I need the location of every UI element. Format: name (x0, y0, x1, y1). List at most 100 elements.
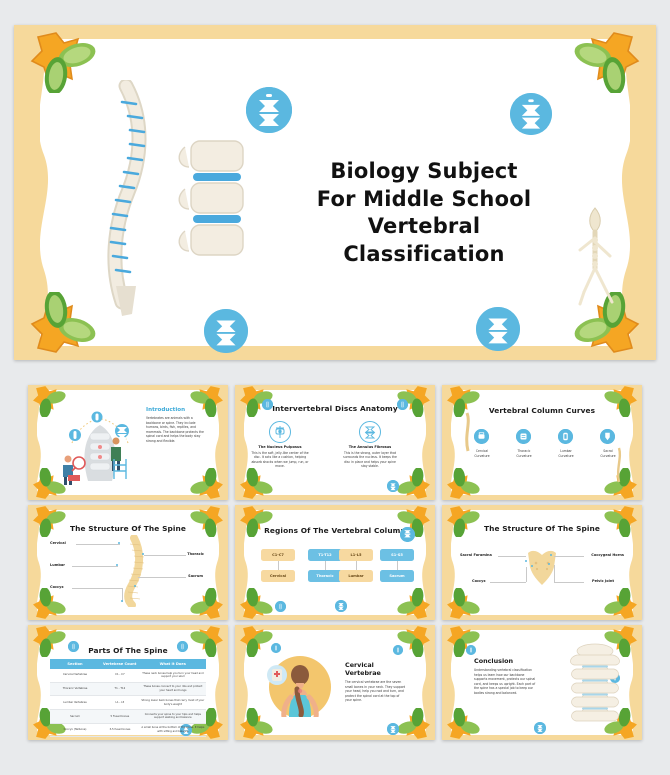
nucleus-pulposus-icon (269, 421, 291, 443)
corner-decor-bottom-left (239, 468, 277, 500)
parts-of-the-spine-table: Section Vertebrae Count What It Does Cer… (50, 659, 206, 738)
corner-decor-bottom-right (393, 588, 431, 620)
slide-title: The Structure Of The Spine (69, 524, 187, 533)
slide-thumbnail-regions-of-the-vertebral-column[interactable]: Regions Of The Vertebral Column C1-C7 Ce… (235, 505, 435, 620)
cell-section: Thoracic Vertebrae (62, 687, 88, 691)
corner-decor-bottom-right (186, 708, 224, 740)
cell-what: A small bone at the bottom of the spine.… (141, 726, 205, 734)
chip-name-lumbar: Lumbar (339, 570, 373, 582)
corner-decor-bottom-right (186, 588, 224, 620)
item-2-body: This is the strong, outer layer that sur… (343, 450, 397, 469)
th-what: What It Does (159, 662, 186, 666)
label-pelvic-joint: Pelvic Joint (592, 579, 614, 583)
cell-count: L1 - L5 (115, 700, 125, 704)
page-title: Biology Subject For Middle School Verteb… (299, 158, 549, 269)
scientists-examining-spine-illustration (63, 411, 129, 485)
spine-icon-top-right (400, 527, 415, 542)
chip-code-thoracic: T1-T12 (308, 549, 342, 561)
item-1-body: This is the soft, jelly-like center of t… (251, 450, 309, 469)
spine-icon-small-left (262, 399, 273, 410)
corner-decor-top-right (600, 385, 638, 417)
vertebra-icon-bottom (387, 480, 399, 492)
cell-section: Lumbar Vertebrae (63, 700, 87, 704)
table-row: Sacrum 5 Fused bones Connects your spine… (50, 710, 206, 724)
slide-title: Regions Of The Vertebral Column (264, 526, 406, 535)
corner-decor-bottom-left (239, 588, 277, 620)
slide-thumbnail-intervertebral-discs[interactable]: Intervertebral Discs Anatomy The Nucleus… (235, 385, 435, 500)
corner-decor-bottom-right (393, 468, 431, 500)
curved-spine-illustration (107, 80, 147, 316)
slide-body: Vertebrates are animals with a backbone … (146, 416, 204, 443)
spine-icon-small-right (397, 399, 408, 410)
corner-decor-top-left (239, 385, 277, 417)
vertebra-icon-bottom (534, 722, 546, 734)
chip-name-sacrum: Sacrum (380, 570, 414, 582)
slide-thumbnail-introduction[interactable]: Introduction Vertebrates are animals wit… (28, 385, 228, 500)
corner-decor-top-left (239, 625, 277, 657)
spine-icon-bottom-left (204, 309, 248, 353)
title-line-2: For Middle School (316, 186, 532, 211)
disc-icon-left (68, 641, 79, 652)
label-coccyx: Coccyx (50, 585, 64, 589)
corner-decor-top-right (600, 505, 638, 537)
slide-title: The Structure Of The Spine (483, 524, 601, 533)
corner-decor-top-left (239, 505, 277, 537)
corner-decor-bottom-left (446, 588, 484, 620)
corner-decor-bottom-left (32, 708, 70, 740)
cell-section: Sacrum (70, 714, 80, 718)
table-row: Thoracic Vertebrae T1 - T12 These bones … (50, 682, 206, 697)
corner-decor-top-right (186, 385, 224, 417)
vertebra-icon-bottom (335, 600, 347, 612)
th-count: Vertebrae Count (103, 662, 137, 666)
item-1-text: The Nucleus Pulposus This is the soft, j… (251, 445, 309, 469)
slide-body: Understanding vertebral classification h… (474, 668, 536, 695)
chip-code-sacrum: S1-S5 (380, 549, 414, 561)
disc-icon-right (177, 641, 188, 652)
chip-code-cervical: C1-C7 (261, 549, 295, 561)
label-sacrum: Sacrum (188, 574, 203, 578)
sacrum-illustration (528, 550, 556, 585)
spine-icon (246, 87, 292, 133)
corner-decor-bottom-right (186, 468, 224, 500)
curve-label-lumbar: Lumbar Curvature (558, 449, 574, 458)
slide-title: Cervical Vertebrae (345, 661, 381, 677)
vertebrae-blocks-illustration (178, 140, 244, 256)
walking-skeleton-illustration (578, 207, 614, 306)
hero-slide[interactable]: Biology Subject For Middle School Verteb… (14, 25, 656, 360)
curve-label-sacral: Sacral Curvature (600, 449, 616, 458)
table-row: Cervical Vertebrae C1 - C7 These neck bo… (50, 669, 206, 683)
cell-what: These bones connect to your ribs and pro… (143, 685, 203, 693)
item-2-label: The Annulus Fibrosus (348, 445, 392, 449)
slide-thumbnail-structure-of-the-spine[interactable]: The Structure Of The Spine Cervical Lumb… (28, 505, 228, 620)
title-line-4: Classification (343, 242, 505, 267)
corner-decor-top-left (446, 625, 484, 657)
curve-label-thoracic: Thoracic Curvature (516, 449, 532, 458)
label-coccyx: Coccyx (472, 579, 486, 583)
corner-decor-top-right (393, 625, 431, 657)
slide-thumbnail-structure-of-the-sacrum[interactable]: The Structure Of The Spine Sacral Forami… (442, 505, 642, 620)
lumbar-curve-icon (558, 429, 573, 444)
vertebra-icon (510, 93, 552, 135)
corner-decor-bottom-right (600, 468, 638, 500)
corner-decor-top-left (30, 31, 104, 93)
slide-thumbnail-cervical-vertebrae[interactable]: Cervical Vertebrae The cervical vertebra… (235, 625, 435, 740)
cell-count: 5 Fused bones (110, 714, 130, 718)
slide-thumbnail-parts-of-the-spine[interactable]: Parts Of The Spine Section Vertebrae Cou… (28, 625, 228, 740)
cell-what: These neck bones help you turn your head… (142, 671, 204, 679)
chip-code-lumbar: L1-L5 (339, 549, 373, 561)
disc-icon-right (393, 645, 403, 655)
corner-decor-top-left (446, 385, 484, 417)
slide-thumbnail-vertebral-column-curves[interactable]: Vertebral Column Curves Cervical Curvatu… (442, 385, 642, 500)
slide-thumbnail-conclusion[interactable]: Conclusion Understanding vertebral class… (442, 625, 642, 740)
slide-title: Conclusion (474, 657, 514, 665)
corner-decor-top-right (600, 625, 638, 657)
table-row: Coccyx (Tailbone) 3-5 fused bones A smal… (50, 724, 206, 738)
disc-icon-left (466, 645, 476, 655)
item-2-text: The Annulus Fibrosus This is the strong,… (341, 445, 399, 469)
cell-section: Cervical Vertebrae (62, 673, 88, 677)
corner-decor-top-left (446, 505, 484, 537)
label-sacral-foramina: Sacral Foramina (460, 553, 492, 557)
cell-what: Strong lower back bones that carry most … (141, 698, 205, 706)
corner-decor-bottom-left (32, 588, 70, 620)
